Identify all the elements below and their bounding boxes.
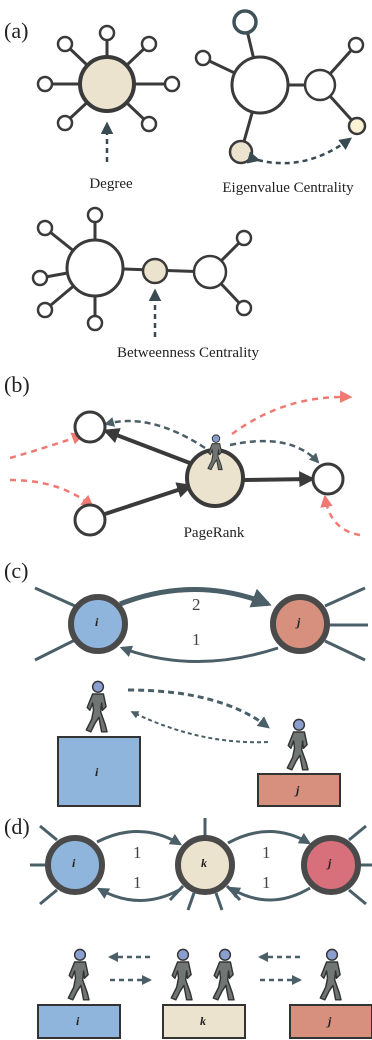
panel-c-walker-scene bbox=[57, 680, 341, 807]
panel-label-c: (c) bbox=[4, 558, 29, 583]
panel-a-betweenness-graph bbox=[31, 206, 253, 337]
node-j-d bbox=[301, 835, 361, 895]
walker-j-icon bbox=[286, 718, 309, 771]
walker-j-d-icon bbox=[319, 948, 342, 1001]
edge-weight-kj-bottom: 1 bbox=[262, 873, 271, 892]
edge-weight-ik-top: 1 bbox=[133, 843, 142, 862]
panel-label-a: (a) bbox=[4, 18, 29, 43]
node-i bbox=[68, 594, 128, 654]
edge-weight-ik-bottom: 1 bbox=[133, 873, 142, 892]
edge-weight-kj-top: 1 bbox=[262, 843, 271, 862]
box-label-i-d: i bbox=[76, 1014, 80, 1028]
caption-pagerank: PageRank bbox=[183, 525, 245, 541]
edge-weight-top: 2 bbox=[192, 595, 201, 614]
box-label-i: i bbox=[95, 765, 99, 779]
walker-k1-icon bbox=[170, 948, 193, 1001]
box-label-k: k bbox=[200, 1014, 206, 1028]
node-label-j-d: j bbox=[328, 856, 332, 870]
caption-betweenness-centrality: Betweenness Centrality bbox=[116, 345, 260, 361]
edge-weight-bottom: 1 bbox=[192, 630, 201, 649]
node-label-i: i bbox=[95, 615, 99, 629]
panel-label-b: (b) bbox=[4, 372, 30, 397]
box-j bbox=[257, 773, 341, 807]
caption-eigenvalue-centrality: Eigenvalue Centrality bbox=[222, 180, 354, 196]
node-label-i-d: i bbox=[72, 856, 76, 870]
panel-d-three-node-graph bbox=[30, 818, 372, 911]
panel-b-pagerank-graph bbox=[9, 390, 361, 537]
panel-d-walker-scene bbox=[37, 948, 372, 1039]
box-label-j: j bbox=[296, 783, 300, 797]
panel-label-d: (d) bbox=[4, 814, 30, 839]
degree-hub-node bbox=[78, 55, 136, 113]
box-k-d bbox=[162, 1004, 246, 1039]
panel-a-degree-graph bbox=[36, 24, 181, 162]
betweenness-bridge-node bbox=[141, 257, 169, 285]
panel-c-two-node-graph bbox=[34, 586, 368, 663]
panel-a-eigen-graph bbox=[194, 9, 367, 165]
box-i-d bbox=[37, 1004, 121, 1039]
box-i bbox=[57, 736, 141, 807]
box-j-d bbox=[289, 1004, 372, 1039]
node-label-j: j bbox=[297, 615, 301, 629]
node-label-k: k bbox=[201, 856, 207, 870]
box-label-j-d: j bbox=[328, 1014, 332, 1028]
walker-k2-icon bbox=[212, 948, 235, 1001]
caption-degree: Degree bbox=[89, 176, 133, 192]
node-i-d bbox=[45, 835, 105, 895]
node-k bbox=[175, 835, 235, 895]
node-j bbox=[270, 594, 330, 654]
walker-i-d-icon bbox=[67, 948, 90, 1001]
walker-i-icon bbox=[85, 680, 108, 733]
